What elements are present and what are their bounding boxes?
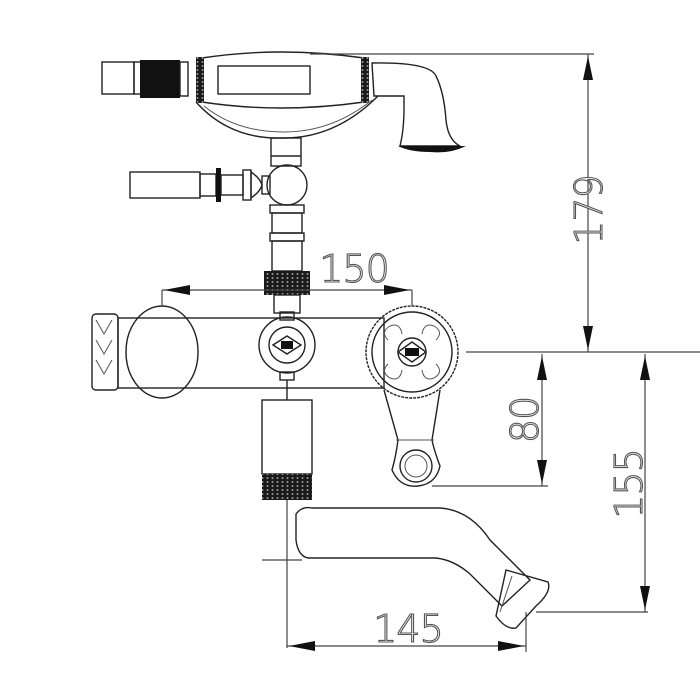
riser-column xyxy=(264,137,310,314)
dim-label-179: 179 xyxy=(567,175,611,245)
dim-label-80: 80 xyxy=(503,397,547,443)
grip-ring-left xyxy=(196,57,204,103)
hose-connector xyxy=(101,61,135,95)
dim-label-150: 150 xyxy=(319,247,389,291)
hose-thread xyxy=(217,65,311,95)
dimension-179: 179 xyxy=(310,53,700,353)
dimension-80: 80 xyxy=(432,354,548,487)
threaded-inlet xyxy=(129,168,271,202)
grip-ring-right xyxy=(361,57,369,103)
diverter-knob xyxy=(258,316,316,374)
dim-label-145: 145 xyxy=(373,607,443,651)
dimension-155: 155 xyxy=(536,354,652,613)
hand-shower xyxy=(133,51,466,153)
dimension-150: 150 xyxy=(161,246,413,306)
knurled-nut xyxy=(140,60,180,98)
spray-face xyxy=(398,146,466,153)
knurled-collar xyxy=(264,271,310,295)
escutcheon-left xyxy=(125,305,199,399)
lever-handle xyxy=(383,389,441,487)
lower-column xyxy=(261,399,313,648)
mixer-body xyxy=(91,305,459,400)
dim-label-155: 155 xyxy=(607,449,651,519)
dimension-145: 145 xyxy=(287,606,527,652)
body-cylinder xyxy=(117,317,385,389)
